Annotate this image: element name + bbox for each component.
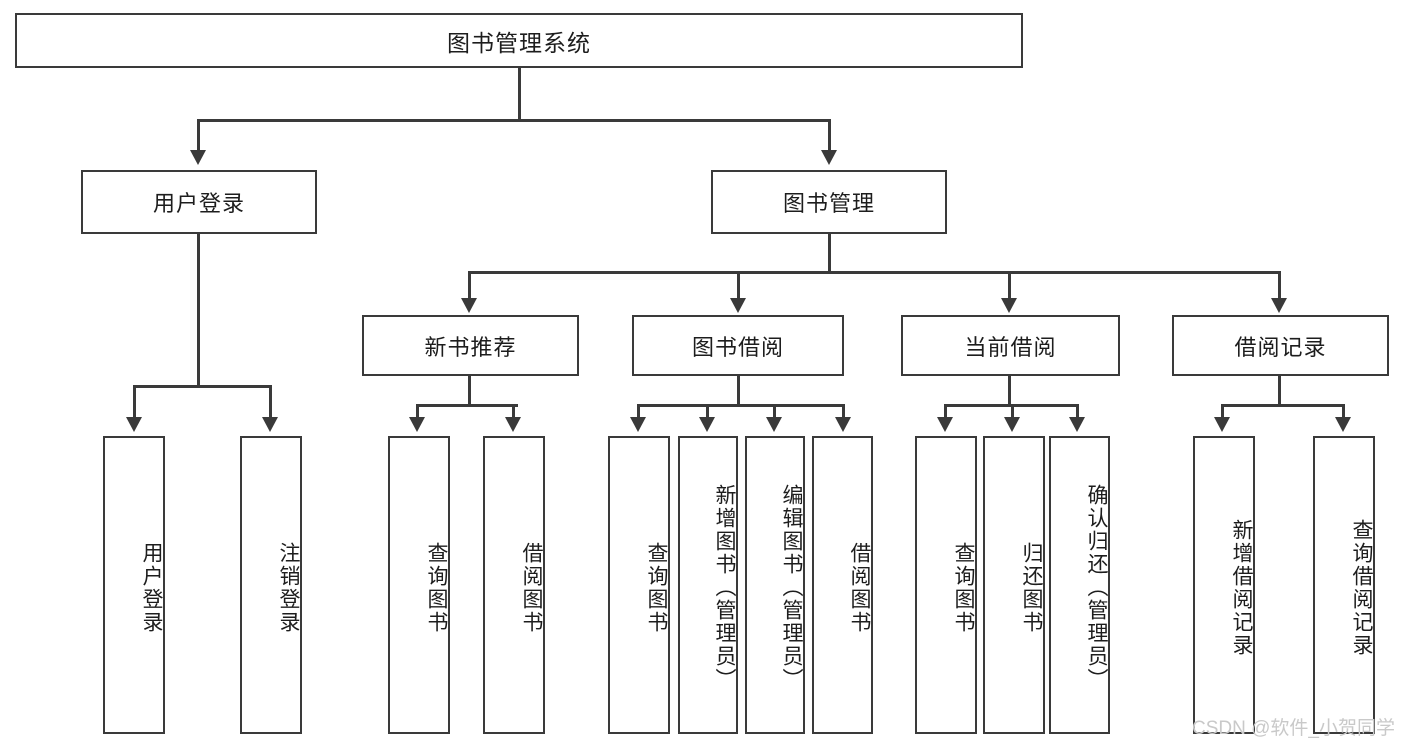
arrow-current-to-leaf-2 (1004, 417, 1020, 432)
edge-borrow-bus (637, 404, 845, 407)
node-user-login[interactable]: 用户登录 (81, 170, 317, 234)
leaf-edit-book-admin[interactable]: 编辑图书（管理员） (745, 436, 805, 734)
edge-root-to-user-login (197, 119, 200, 153)
edge-book-mgmt-stem (828, 234, 831, 272)
leaf-borrow-books-borrowing[interactable]: 借阅图书 (812, 436, 873, 734)
node-new-book-recommendation[interactable]: 新书推荐 (362, 315, 579, 376)
edge-root-bus (197, 119, 831, 122)
arrow-root-to-user-login (190, 150, 206, 165)
arrow-book-mgmt-to-new-books (461, 298, 477, 313)
edge-book-mgmt-to-records (1278, 271, 1281, 301)
edge-borrow-to-leaf-3 (773, 404, 776, 420)
arrow-records-to-leaf-2 (1335, 417, 1351, 432)
leaf-return-books[interactable]: 归还图书 (983, 436, 1045, 734)
leaf-confirm-return-admin[interactable]: 确认归还（管理员） (1049, 436, 1110, 734)
edge-user-login-stem (197, 234, 200, 386)
node-current-borrowing[interactable]: 当前借阅 (901, 315, 1120, 376)
edge-current-to-leaf-2 (1011, 404, 1014, 420)
edge-borrow-to-leaf-1 (637, 404, 640, 420)
node-borrowing-records[interactable]: 借阅记录 (1172, 315, 1389, 376)
leaf-borrow-books-new-recommendation[interactable]: 借阅图书 (483, 436, 545, 734)
edge-current-to-leaf-1 (944, 404, 947, 420)
edge-borrow-to-leaf-2 (706, 404, 709, 420)
edge-new-books-bus (416, 404, 518, 407)
arrow-borrow-to-leaf-1 (630, 417, 646, 432)
node-root-system[interactable]: 图书管理系统 (15, 13, 1023, 68)
arrow-records-to-leaf-1 (1214, 417, 1230, 432)
node-book-management[interactable]: 图书管理 (711, 170, 947, 234)
edge-borrow-to-leaf-4 (842, 404, 845, 420)
edge-records-to-leaf-2 (1342, 404, 1345, 420)
edge-book-mgmt-bus (468, 271, 1281, 274)
arrow-current-to-leaf-3 (1069, 417, 1085, 432)
edge-user-login-bus (133, 385, 271, 388)
edge-current-stem (1008, 376, 1011, 405)
arrow-new-books-to-leaf-2 (505, 417, 521, 432)
edge-user-login-to-leaf-2 (269, 385, 272, 420)
arrow-book-mgmt-to-records (1271, 298, 1287, 313)
edge-current-to-leaf-3 (1076, 404, 1079, 420)
leaf-add-book-admin[interactable]: 新增图书（管理员） (678, 436, 738, 734)
arrow-root-to-book-mgmt (821, 150, 837, 165)
edge-root-stem (518, 68, 521, 120)
arrow-book-mgmt-to-current (1001, 298, 1017, 313)
edge-records-stem (1278, 376, 1281, 405)
edge-book-mgmt-to-current (1008, 271, 1011, 301)
arrow-book-mgmt-to-borrow (730, 298, 746, 313)
arrow-borrow-to-leaf-2 (699, 417, 715, 432)
edge-new-books-to-leaf-2 (512, 404, 515, 420)
edge-records-to-leaf-1 (1221, 404, 1224, 420)
leaf-logout[interactable]: 注销登录 (240, 436, 302, 734)
edge-user-login-to-leaf-1 (133, 385, 136, 420)
arrow-new-books-to-leaf-1 (409, 417, 425, 432)
edge-book-mgmt-to-borrow (737, 271, 740, 301)
csdn-watermark: CSDN @软件_小贺同学 (1192, 718, 1395, 739)
node-book-borrowing[interactable]: 图书借阅 (632, 315, 844, 376)
arrow-borrow-to-leaf-3 (766, 417, 782, 432)
edge-records-bus (1221, 404, 1345, 407)
edge-borrow-stem (737, 376, 740, 405)
arrow-borrow-to-leaf-4 (835, 417, 851, 432)
edge-root-to-book-mgmt (828, 119, 831, 153)
leaf-query-borrowing-record[interactable]: 查询借阅记录 (1313, 436, 1375, 734)
leaf-query-books-current[interactable]: 查询图书 (915, 436, 977, 734)
leaf-query-books-borrowing[interactable]: 查询图书 (608, 436, 670, 734)
leaf-query-books-new-recommendation[interactable]: 查询图书 (388, 436, 450, 734)
edge-book-mgmt-to-new-books (468, 271, 471, 301)
leaf-add-borrowing-record[interactable]: 新增借阅记录 (1193, 436, 1255, 734)
edge-new-books-to-leaf-1 (416, 404, 419, 420)
leaf-user-login[interactable]: 用户登录 (103, 436, 165, 734)
arrow-user-login-to-leaf-1 (126, 417, 142, 432)
edge-new-books-stem (468, 376, 471, 405)
arrow-user-login-to-leaf-2 (262, 417, 278, 432)
arrow-current-to-leaf-1 (937, 417, 953, 432)
